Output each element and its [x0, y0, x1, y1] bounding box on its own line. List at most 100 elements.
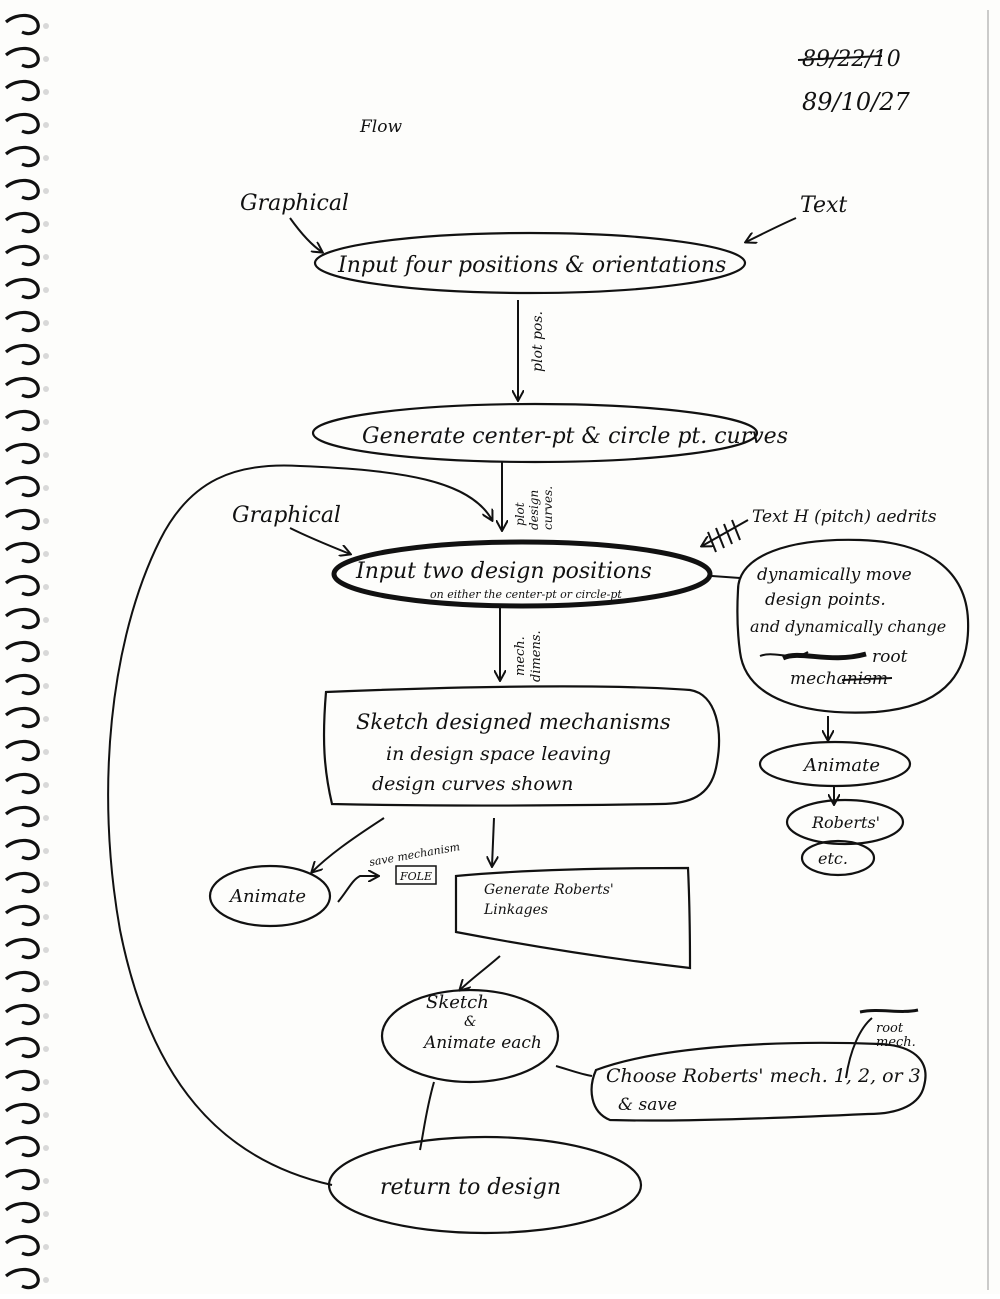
node-return-to-design-label: return to design	[380, 1175, 561, 1200]
edge-save-annotation	[337, 876, 378, 903]
spiral-ring	[4, 46, 40, 69]
spiral-ring	[4, 178, 40, 201]
spiral-ring	[4, 112, 40, 135]
spiral-ring	[4, 1234, 40, 1257]
edge-sketch-to-generate-roberts	[492, 817, 494, 866]
binding-hole	[43, 749, 49, 755]
node-etc	[800, 839, 876, 877]
label-graphical-top: Graphical	[240, 191, 349, 216]
label-mech-annot: mech.	[876, 1035, 916, 1050]
node-return-to-design	[327, 1135, 643, 1235]
spiral-ring	[4, 706, 40, 729]
label-plot: plot	[513, 502, 527, 526]
binding-hole	[43, 287, 49, 293]
spiral-ring	[4, 376, 40, 399]
binding-hole	[43, 716, 49, 722]
spiral-ring	[4, 541, 40, 564]
binding-hole	[43, 419, 49, 425]
save-file-box	[395, 865, 437, 885]
node-sketch-animate-line-1: Sketch	[426, 992, 489, 1013]
node-choose-roberts-line-1: Choose Roberts' mech. 1, 2, or 3	[606, 1065, 921, 1087]
spiral-ring	[4, 1069, 40, 1092]
node-sketch-line-2: in design space leaving	[386, 743, 611, 765]
node-input-two-design-positions	[331, 539, 713, 609]
spiral-ring	[4, 1168, 40, 1191]
dyn-line-4: root	[872, 647, 908, 667]
binding-hole	[43, 980, 49, 986]
node-choose-roberts-line-2: & save	[618, 1095, 677, 1115]
node-etc-label: etc.	[818, 849, 848, 868]
edge-text-to-input-two	[702, 519, 749, 546]
binding-hole	[43, 650, 49, 656]
spiral-ring	[4, 673, 40, 696]
label-graphical-mid: Graphical	[232, 503, 341, 528]
spiral-ring	[4, 145, 40, 168]
spiral-ring	[4, 1135, 40, 1158]
spiral-ring	[4, 475, 40, 498]
binding-hole	[43, 1277, 49, 1283]
spiral-ring	[4, 1102, 40, 1125]
binding-hole	[43, 1211, 49, 1217]
spiral-ring	[4, 937, 40, 960]
spiral-ring	[4, 79, 40, 102]
spiral-binding	[4, 13, 49, 1290]
node-animate-right-label: Animate	[802, 755, 880, 776]
label-root: root	[876, 1021, 904, 1036]
spiral-ring	[4, 1201, 40, 1224]
dyn-line-5: mechanism	[790, 669, 888, 689]
binding-hole	[43, 1112, 49, 1118]
spiral-ring	[4, 640, 40, 663]
binding-hole	[43, 584, 49, 590]
spiral-ring	[4, 838, 40, 861]
spiral-ring	[4, 871, 40, 894]
spiral-ring	[4, 772, 40, 795]
edge-text-to-input-four	[746, 217, 797, 242]
spiral-ring	[4, 904, 40, 927]
edge-roberts-to-sketch-animate	[460, 955, 501, 990]
binding-hole	[43, 89, 49, 95]
binding-hole	[43, 1145, 49, 1151]
binding-hole	[43, 1013, 49, 1019]
node-dynamically-move	[736, 538, 970, 714]
label-dimens: dimens.	[529, 630, 544, 682]
binding-hole	[43, 617, 49, 623]
spiral-ring	[4, 409, 40, 432]
scribble-struck	[759, 651, 867, 661]
dyn-line-3: and dynamically change	[750, 617, 946, 636]
node-roberts-right-label: Roberts'	[811, 813, 880, 832]
binding-hole	[43, 485, 49, 491]
node-sketch-line-3: design curves shown	[372, 773, 573, 795]
label-curves: curves.	[541, 486, 555, 530]
binding-hole	[43, 1244, 49, 1250]
binding-hole	[43, 947, 49, 953]
label-design: design	[527, 490, 541, 530]
binding-hole	[43, 188, 49, 194]
edge-graphical-to-input-four	[289, 217, 322, 252]
label-save-mechanism: save mechanism	[368, 840, 461, 869]
node-input-four-positions-label: Input four positions & orientations	[337, 253, 726, 278]
edge-root-mech-annotation	[845, 1017, 873, 1079]
spiral-ring	[4, 607, 40, 630]
binding-hole	[43, 551, 49, 557]
binding-hole	[43, 1178, 49, 1184]
strike-line	[797, 55, 883, 61]
spiral-ring	[4, 970, 40, 993]
root-mech-struck	[859, 1008, 919, 1014]
label-text-mid: Text H (pitch) aedrits	[752, 507, 937, 527]
binding-hole	[43, 452, 49, 458]
strike-mechanism	[841, 677, 893, 681]
binding-hole	[43, 518, 49, 524]
node-sketch-line-1: Sketch designed mechanisms	[356, 710, 671, 734]
dyn-line-1: dynamically move	[757, 565, 912, 585]
label-mech: mech.	[513, 636, 528, 676]
binding-hole	[43, 23, 49, 29]
node-generate-curves-label: Generate center-pt & circle pt. curves	[362, 424, 788, 449]
spiral-ring	[4, 13, 40, 36]
spiral-ring	[4, 211, 40, 234]
binding-hole	[43, 155, 49, 161]
spiral-ring	[4, 277, 40, 300]
binding-hole	[43, 386, 49, 392]
edge-sketch-animate-to-choose	[555, 1065, 593, 1077]
